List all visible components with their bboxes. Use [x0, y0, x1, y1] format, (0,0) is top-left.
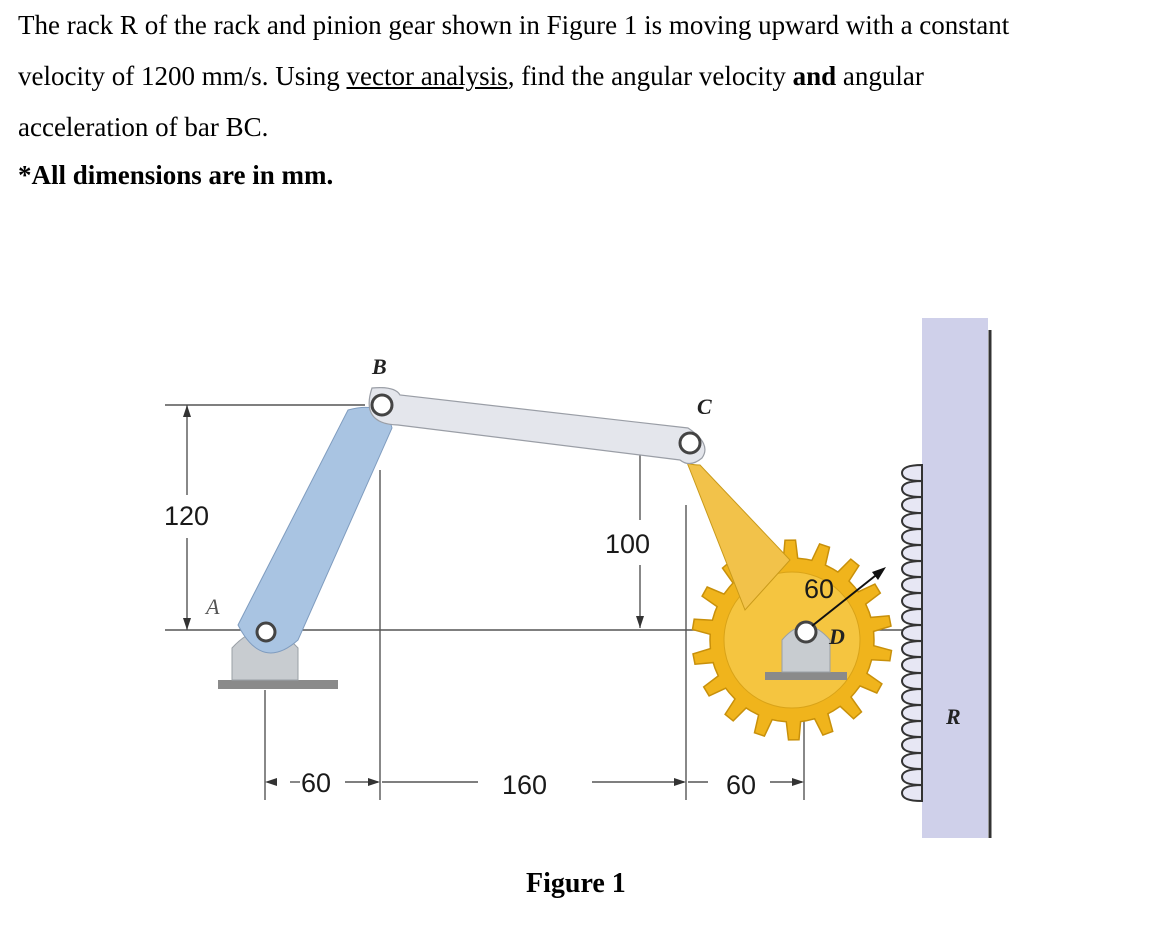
problem-line-1: The rack R of the rack and pinion gear s…	[18, 0, 1143, 51]
problem-line-2: velocity of 1200 mm/s. Using vector anal…	[18, 51, 1143, 102]
bold-term: and	[792, 61, 837, 91]
bar-ab	[237, 406, 393, 654]
figure-caption: Figure 1	[526, 868, 626, 899]
label-b: B	[371, 354, 387, 379]
label-a: A	[204, 594, 220, 619]
problem-text: The rack R of the rack and pinion gear s…	[18, 10, 1010, 40]
dim-120: 120	[164, 501, 209, 531]
problem-text: , find the angular velocity	[507, 61, 793, 91]
rack-teeth	[900, 463, 923, 803]
label-c: C	[697, 394, 712, 419]
dim-radius-60: 60	[804, 574, 834, 604]
label-r: R	[945, 704, 961, 729]
problem-text: angular	[836, 61, 924, 91]
label-d: D	[828, 624, 845, 649]
dim-100: 100	[605, 529, 650, 559]
radius-arrowhead	[872, 567, 886, 580]
dim-60-left: 60	[301, 768, 331, 798]
ground-d	[765, 672, 847, 680]
bar-bc	[368, 387, 706, 465]
dim-60-right: 60	[726, 770, 756, 800]
problem-line-3: acceleration of bar BC.	[18, 112, 269, 142]
problem-text: velocity of 1200 mm/s. Using	[18, 61, 347, 91]
pin-b	[370, 393, 394, 417]
underlined-term: vector analysis	[346, 61, 508, 91]
radius-arrow	[811, 571, 881, 627]
pin-c	[678, 431, 702, 455]
dim-160: 160	[502, 770, 547, 800]
pin-a	[255, 621, 277, 643]
units-note: *All dimensions are in mm.	[18, 160, 334, 190]
problem-statement: The rack R of the rack and pinion gear s…	[18, 0, 1143, 153]
rack-body	[922, 318, 988, 838]
pin-d	[794, 620, 818, 644]
ground-a	[218, 680, 338, 689]
